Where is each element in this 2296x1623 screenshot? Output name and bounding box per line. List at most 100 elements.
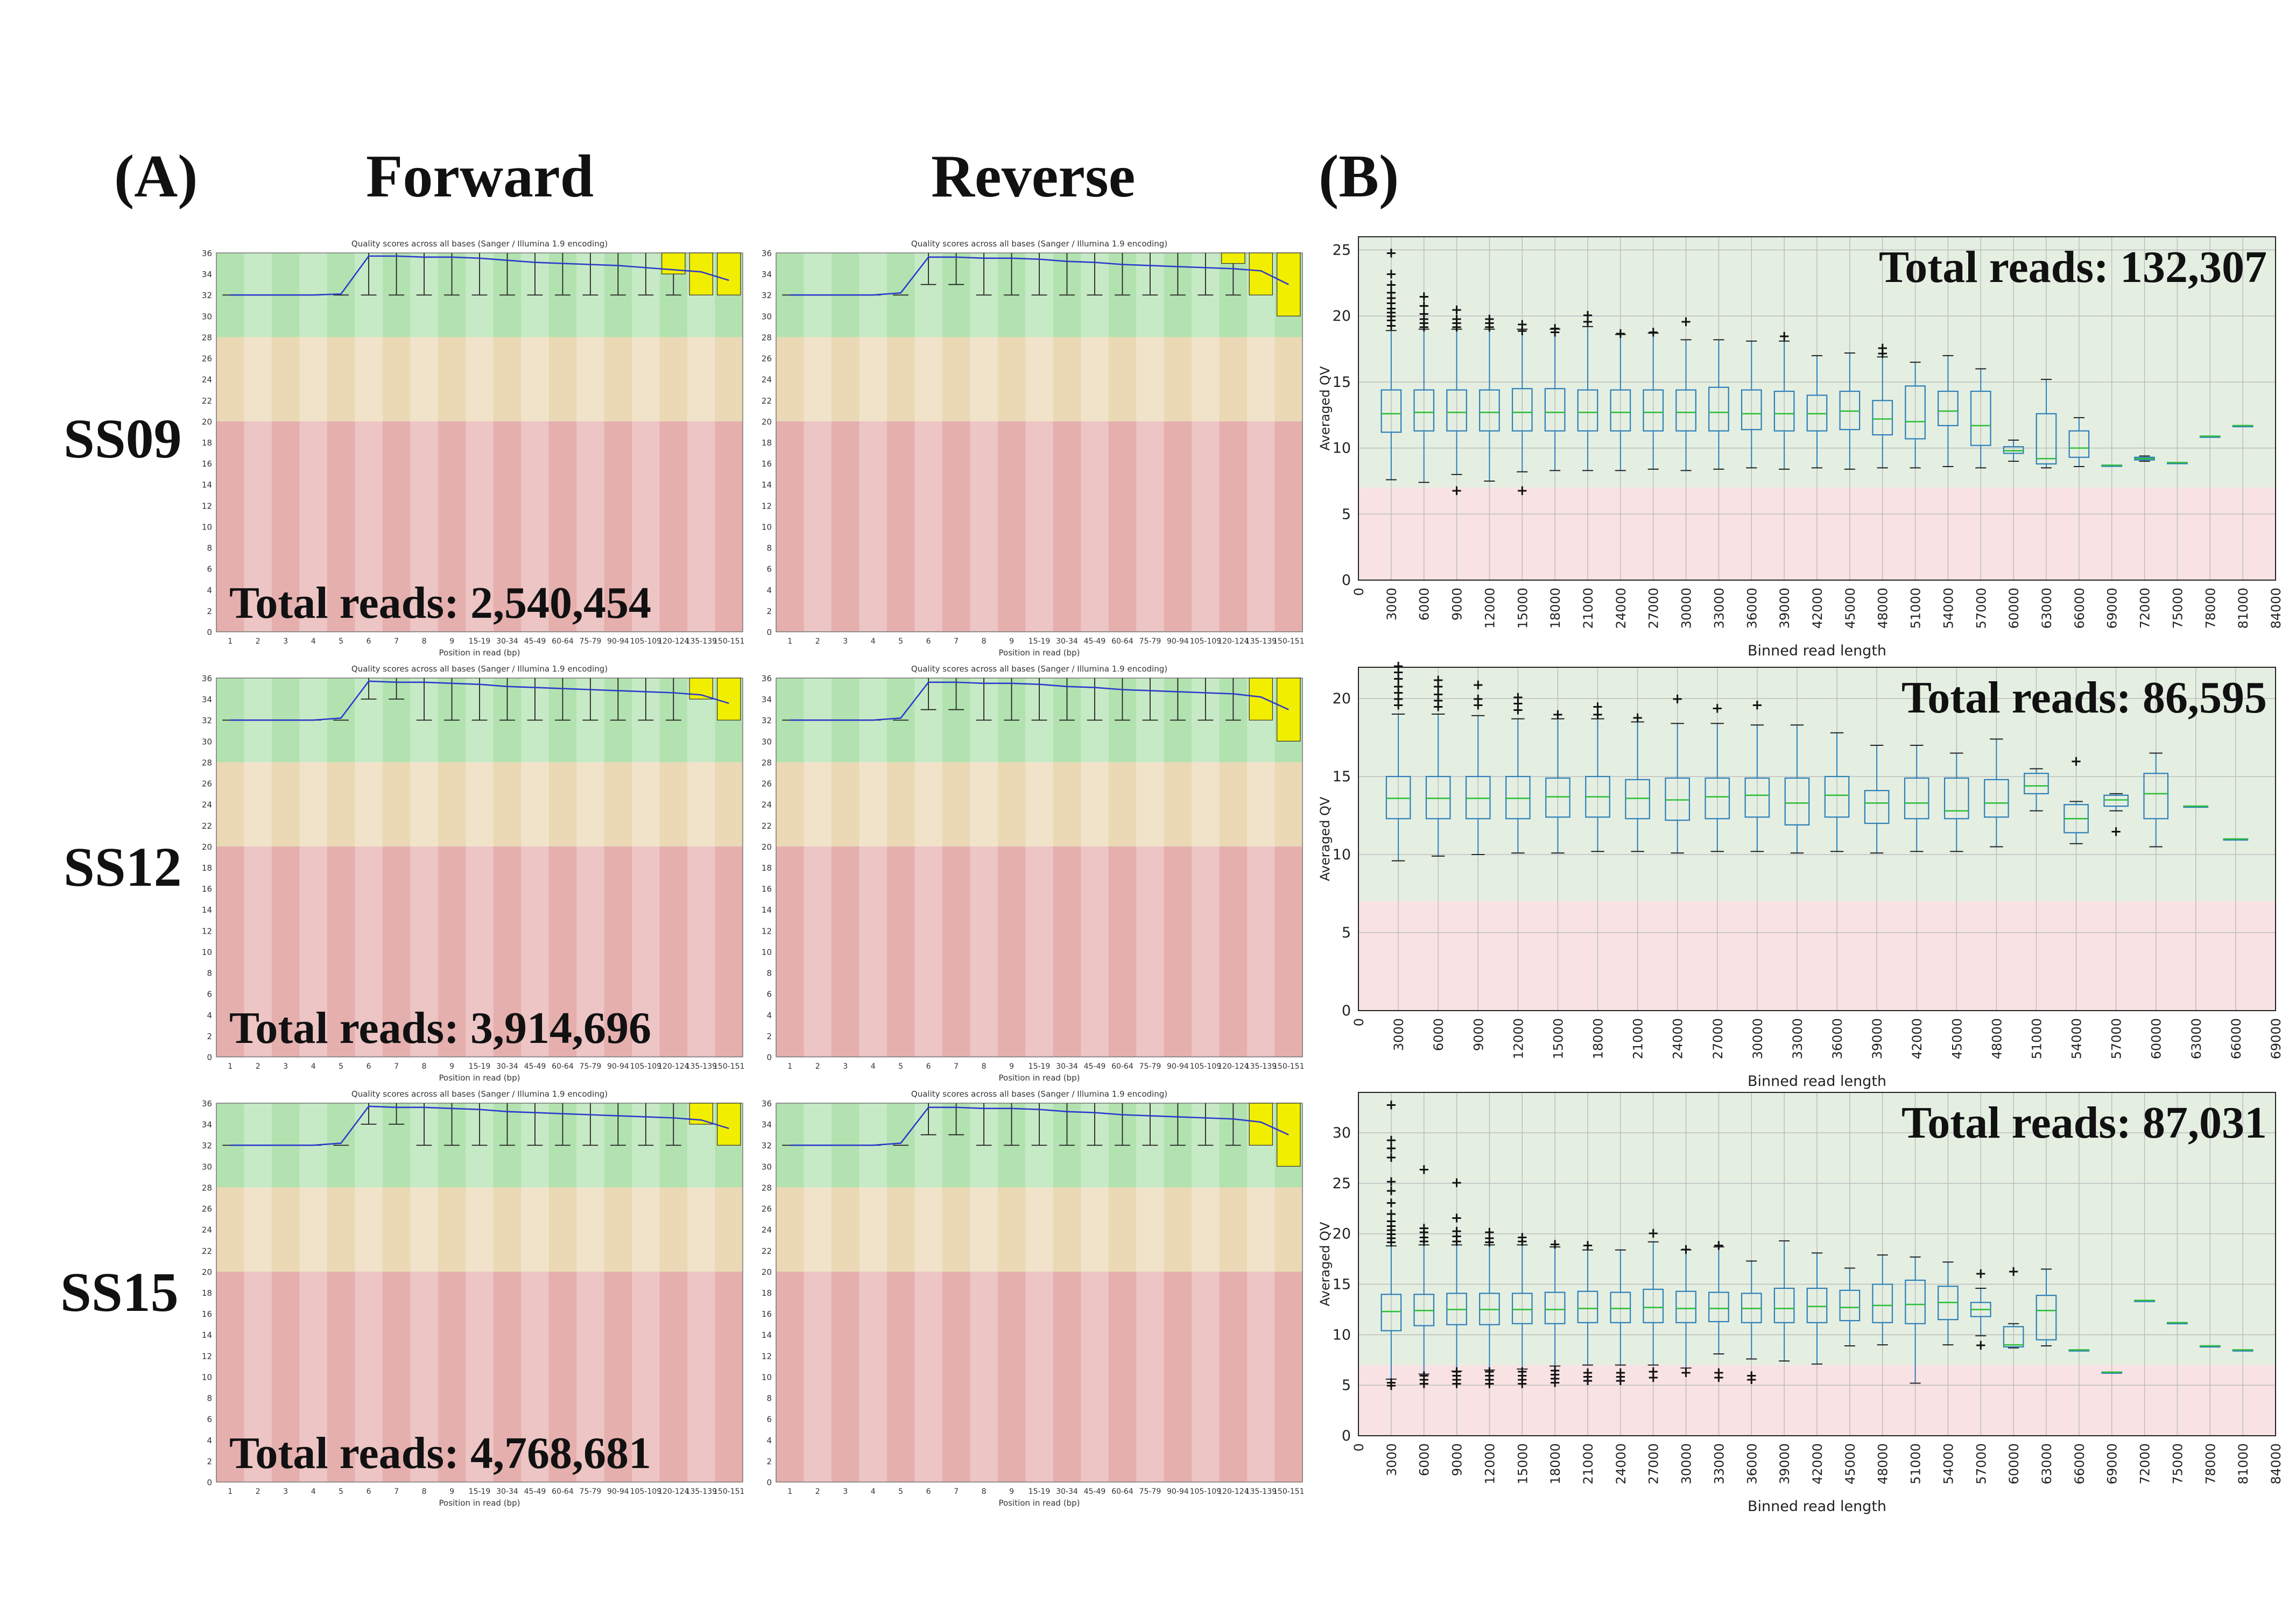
x-tick-label: 15-19 <box>469 1487 491 1496</box>
stripe <box>466 1103 494 1482</box>
qv-boxplot-ss15: ++++++++++++++++++++++++++++++++++++++++… <box>1318 1092 2284 1515</box>
y-tick-label: 20 <box>762 417 772 427</box>
qv-box <box>1511 388 1533 432</box>
outlier-point: + <box>1516 1229 1528 1245</box>
y-tick-label: 16 <box>202 884 212 894</box>
x-tick-label: 12000 <box>1482 588 1497 629</box>
x-tick-label: 81000 <box>2236 588 2251 629</box>
outlier-point: + <box>1680 314 1692 330</box>
stripe <box>1192 1103 1220 1482</box>
outlier-point: + <box>1516 483 1528 499</box>
x-tick-label: 42000 <box>1810 588 1825 629</box>
outlier-point: + <box>1877 345 1889 362</box>
x-tick-label: 12000 <box>1482 1443 1497 1484</box>
y-tick-label: 20 <box>1333 690 1351 707</box>
x-tick-label: 27000 <box>1710 1018 1725 1059</box>
x-tick-label: 39000 <box>1777 588 1792 629</box>
x-tick-label: 63000 <box>2039 588 2054 629</box>
stripe <box>299 1103 327 1482</box>
stripe <box>1136 678 1164 1057</box>
x-tick-label: 51000 <box>1908 588 1924 629</box>
x-tick-label: 2 <box>256 637 260 646</box>
y-axis-title: Averaged QV <box>1318 1222 1333 1306</box>
x-tick-label: 30-34 <box>496 1487 518 1496</box>
x-axis-title: Position in read (bp) <box>999 1498 1080 1508</box>
x-tick-label: 2 <box>256 1062 260 1071</box>
x-tick-label: 7 <box>394 1487 399 1496</box>
stripe <box>914 678 942 1057</box>
outlier-point: + <box>1418 306 1430 322</box>
outlier-point: + <box>1512 702 1524 718</box>
x-tick-label: 5 <box>339 1487 343 1496</box>
zone-red <box>216 846 743 1057</box>
x-tick-label: 69000 <box>2105 588 2120 629</box>
x-tick-label: 7 <box>954 637 959 646</box>
qv-box <box>1413 389 1435 432</box>
qv-box <box>1643 389 1664 432</box>
y-tick-label: 34 <box>202 1120 212 1130</box>
qv-box <box>1839 1289 1861 1322</box>
y-tick-label: 8 <box>207 544 212 553</box>
outlier-point: + <box>1451 302 1463 318</box>
outlier-point: + <box>1975 1266 1987 1282</box>
x-tick-label: 45-49 <box>1084 637 1106 646</box>
y-tick-label: 26 <box>762 1204 772 1214</box>
stripe <box>466 253 494 632</box>
y-tick-label: 16 <box>202 459 212 469</box>
y-tick-label: 5 <box>1342 925 1351 941</box>
x-tick-label: 90-94 <box>607 1487 629 1496</box>
x-tick-label: 8 <box>982 1487 987 1496</box>
plot-title: Quality scores across all bases (Sanger … <box>351 664 608 674</box>
stripe <box>1081 1103 1109 1482</box>
qv-box <box>1425 775 1451 820</box>
x-axis-title: Binned read length <box>1748 1073 1886 1090</box>
y-tick-label: 4 <box>207 1436 212 1445</box>
stripe <box>299 678 327 1057</box>
x-tick-label: 0 <box>1351 1018 1367 1026</box>
x-tick-label: 18000 <box>1591 1018 1606 1059</box>
x-tick-label: 30-34 <box>1056 1062 1078 1071</box>
y-tick-label: 34 <box>202 695 212 704</box>
x-tick-label: 9 <box>449 1487 454 1496</box>
x-tick-label: 54000 <box>1941 1443 1956 1484</box>
stripe <box>687 678 715 1057</box>
stripe <box>355 678 383 1057</box>
x-tick-label: 135-139 <box>686 637 717 646</box>
outlier-point: + <box>1516 1364 1528 1380</box>
x-tick-label: 7 <box>954 1062 959 1071</box>
y-tick-label: 30 <box>762 312 772 321</box>
x-tick-label: 39000 <box>1870 1018 1885 1059</box>
outlier-point: + <box>1484 1234 1496 1251</box>
y-tick-label: 24 <box>762 375 772 385</box>
outlier-point: + <box>1385 266 1397 283</box>
outlier-point: + <box>1484 1375 1496 1392</box>
x-tick-label: 5 <box>339 637 343 646</box>
outlier-point: + <box>1877 340 1889 356</box>
outlier-point: + <box>1472 691 1484 707</box>
outlier-point: + <box>1778 328 1790 344</box>
x-tick-label: 30-34 <box>496 637 518 646</box>
x-tick-label: 60000 <box>2006 588 2022 629</box>
qv-box <box>1708 1292 1729 1323</box>
x-tick-label: 1 <box>228 1487 233 1496</box>
outlier-point: + <box>1432 679 1444 695</box>
outlier-point: + <box>1418 315 1430 331</box>
y-tick-label: 6 <box>207 990 212 999</box>
y-tick-label: 5 <box>1342 1377 1351 1394</box>
stripe <box>687 253 715 632</box>
x-tick-label: 63000 <box>2189 1018 2204 1059</box>
x-tick-label: 1 <box>787 1062 792 1071</box>
x-tick-label: 15-19 <box>469 637 491 646</box>
stripe <box>859 678 887 1057</box>
outlier-point: + <box>1385 1222 1397 1238</box>
x-tick-label: 9 <box>1009 637 1014 646</box>
x-tick-label: 150-151 <box>1273 1062 1305 1071</box>
y-tick-label: 2 <box>766 606 772 616</box>
x-tick-label: 30000 <box>1679 588 1694 629</box>
y-tick-label: 20 <box>1333 308 1351 324</box>
x-axis-title: Position in read (bp) <box>999 1073 1080 1083</box>
y-tick-label: 0 <box>207 1478 212 1487</box>
stripe <box>355 253 383 632</box>
